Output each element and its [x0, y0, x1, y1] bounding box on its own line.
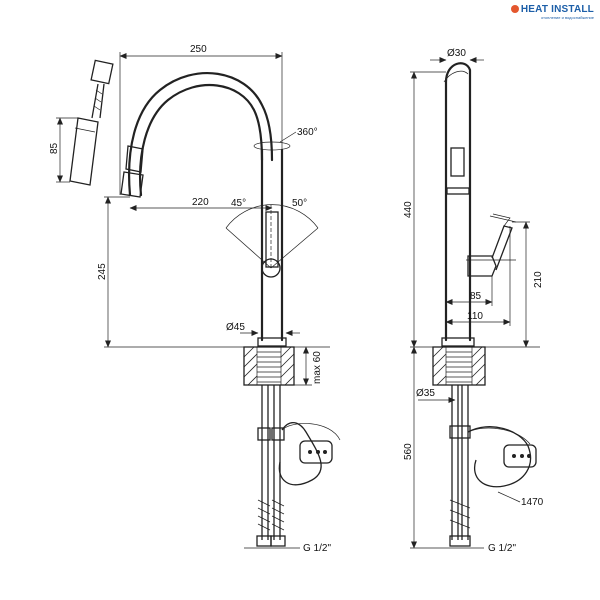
width-total-label: 250 [190, 44, 207, 55]
hose-length-below-label: 560 [403, 443, 414, 460]
height-to-aerator-label: 245 [97, 263, 108, 280]
side-view: Ø30 440 210 85 110 [403, 48, 544, 554]
rotation-label: 360° [297, 127, 318, 138]
max-counter-thickness-label: max 60 [312, 351, 323, 384]
total-height-label: 440 [403, 201, 414, 218]
front-connection-thread-label: G 1/2" [303, 543, 331, 554]
brand-logo-text: HEAT INSTALL [520, 4, 594, 15]
handle-height-label: 210 [533, 271, 544, 288]
brand-logo-tagline: отопление и водоснабжение [540, 15, 594, 20]
handle-offset-small-label: 85 [470, 291, 482, 302]
pull-hose-length-label: 1470 [521, 497, 544, 508]
brand-logo-mark-icon [510, 5, 519, 13]
hand-shower-detail: 85 [49, 59, 114, 186]
spout-reach-label: 220 [192, 197, 209, 208]
hand-shower-length-label: 85 [49, 142, 60, 154]
handle-offset-large-label: 110 [467, 311, 483, 322]
handle-angle-right-label: 50° [292, 198, 307, 209]
front-view: 360° 45° 50° 250 220 245 Ø45 [97, 44, 341, 554]
shank-diameter-label: Ø35 [416, 388, 435, 399]
top-diameter-label: Ø30 [447, 48, 466, 59]
base-diameter-label: Ø45 [226, 322, 245, 333]
side-connection-thread-label: G 1/2" [488, 543, 516, 554]
handle-angle-left-label: 45° [231, 198, 246, 209]
brand-logo: HEAT INSTALL отопление и водоснабжение [510, 4, 594, 20]
brand-logo-name: HEAT INSTALL [510, 4, 594, 15]
